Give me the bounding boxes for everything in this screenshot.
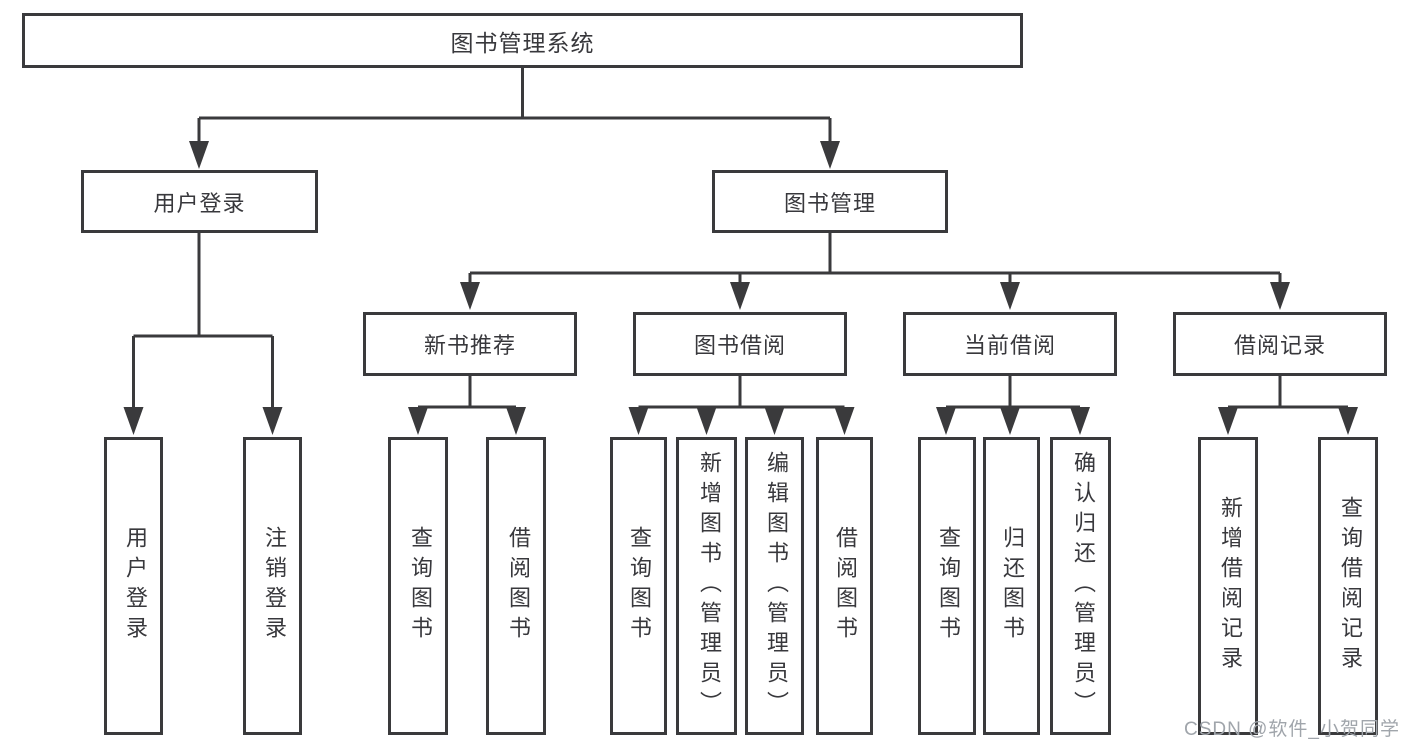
csdn-watermark: CSDN @软件_小贺同学	[1184, 719, 1400, 740]
leaf-borrow-query-books: 查询图书	[610, 437, 667, 735]
node-new-book-recommend: 新书推荐	[363, 312, 577, 376]
leaf-return-books: 归还图书	[983, 437, 1040, 735]
leaf-edit-book-admin: 编辑图书（管理员）	[745, 437, 804, 735]
leaf-current-query-books: 查询图书	[918, 437, 976, 735]
leaf-query-borrow-record: 查询借阅记录	[1318, 437, 1378, 735]
node-book-management: 图书管理	[712, 170, 948, 233]
node-library-management-system: 图书管理系统	[22, 13, 1023, 68]
leaf-confirm-return-admin: 确认归还（管理员）	[1050, 437, 1111, 735]
node-user-login: 用户登录	[81, 170, 318, 233]
leaf-recommend-query-books: 查询图书	[388, 437, 448, 735]
node-borrow-records: 借阅记录	[1173, 312, 1387, 376]
node-current-borrow: 当前借阅	[903, 312, 1117, 376]
leaf-borrow-borrow-books: 借阅图书	[816, 437, 873, 735]
leaf-add-book-admin: 新增图书（管理员）	[676, 437, 737, 735]
leaf-logout: 注销登录	[243, 437, 302, 735]
node-book-borrow: 图书借阅	[633, 312, 847, 376]
leaf-user-login: 用户登录	[104, 437, 163, 735]
leaf-add-borrow-record: 新增借阅记录	[1198, 437, 1258, 735]
leaf-recommend-borrow-books: 借阅图书	[486, 437, 546, 735]
